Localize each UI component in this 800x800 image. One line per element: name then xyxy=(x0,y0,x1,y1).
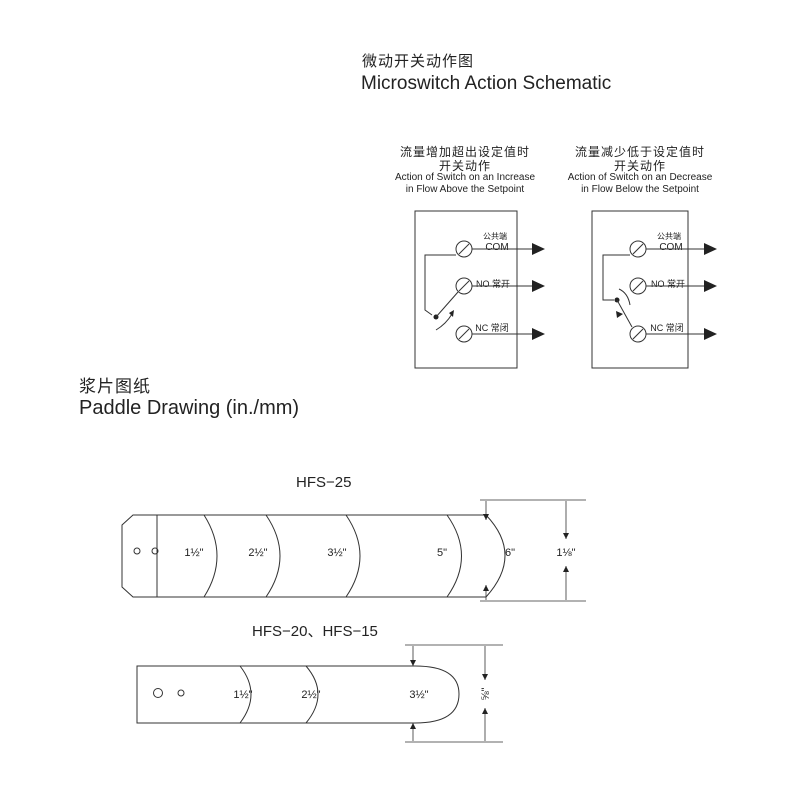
hfs20-label: HFS−20、HFS−15 xyxy=(252,623,378,640)
arrow-com-2 xyxy=(704,243,717,255)
paddle-hfs20: 1½" 2½" 3½" ⅝" xyxy=(136,644,503,743)
com-label-2: COM xyxy=(659,242,682,253)
paddle-title-en: Paddle Drawing (in./mm) xyxy=(79,397,300,419)
cut-mark: 1½" xyxy=(184,547,203,559)
screw-terminal-nc xyxy=(455,325,473,343)
hfs25-label: HFS−25 xyxy=(296,474,351,491)
width-dimension: ⅝" xyxy=(480,687,492,700)
screw-terminal-com-2 xyxy=(629,240,647,258)
cut-mark: 5" xyxy=(437,547,447,559)
width-dimension: 1⅛" xyxy=(556,547,575,559)
switch-box-decrease: 公共端 COM NO 常开 NC 常闭 xyxy=(591,210,717,369)
cut-mark: 6" xyxy=(505,547,515,559)
arrow-no-2 xyxy=(704,280,717,292)
decrease-caption-cn-1: 流量减少低于设定值时 xyxy=(574,145,705,159)
arrow-no xyxy=(532,280,545,292)
increase-caption-en-2: in Flow Above the Setpoint xyxy=(405,184,525,195)
increase-caption-cn-2: 开关动作 xyxy=(438,159,491,173)
mount-hole xyxy=(153,688,163,698)
schematic-title-cn: 微动开关动作图 xyxy=(362,53,475,70)
cut-mark: 3½" xyxy=(327,547,346,559)
schematic-title-en: Microswitch Action Schematic xyxy=(361,73,612,94)
screw-terminal-no xyxy=(455,277,473,295)
paddle-title-cn: 浆片图纸 xyxy=(79,377,151,396)
cut-mark: 1½" xyxy=(233,689,252,701)
mount-hole xyxy=(133,547,141,555)
decrease-caption-cn-2: 开关动作 xyxy=(613,159,666,173)
mount-hole xyxy=(151,547,159,555)
arrow-nc-2 xyxy=(704,328,717,340)
decrease-caption-en-2: in Flow Below the Setpoint xyxy=(581,184,699,195)
arrow-nc xyxy=(532,328,545,340)
nc-label-2: NC 常闭 xyxy=(650,322,684,333)
decrease-caption-en-1: Action of Switch on an Decrease xyxy=(567,172,713,183)
cut-mark: 3½" xyxy=(409,689,428,701)
no-label-2: NO 常开 xyxy=(651,278,685,289)
screw-terminal-com xyxy=(455,240,473,258)
mount-hole xyxy=(177,689,185,697)
screw-terminal-no-2 xyxy=(629,277,647,295)
switch-box-increase: 公共端 COM NO 常开 NC 常闭 xyxy=(414,210,545,369)
nc-label: NC 常闭 xyxy=(475,322,509,333)
common-label-cn-2: 公共端 xyxy=(657,231,681,241)
cut-mark: 2½" xyxy=(301,689,320,701)
arrow-com xyxy=(532,243,545,255)
com-label: COM xyxy=(485,242,508,253)
common-label-cn: 公共端 xyxy=(483,231,507,241)
cut-mark: 2½" xyxy=(248,547,267,559)
increase-caption-cn-1: 流量增加超出设定值时 xyxy=(399,145,530,159)
no-label: NO 常开 xyxy=(476,278,510,289)
paddle-hfs25: 1½" 2½" 3½" 5" 6" 1⅛" xyxy=(121,499,586,602)
increase-caption-en-1: Action of Switch on an Increase xyxy=(394,172,536,183)
screw-terminal-nc-2 xyxy=(629,325,647,343)
